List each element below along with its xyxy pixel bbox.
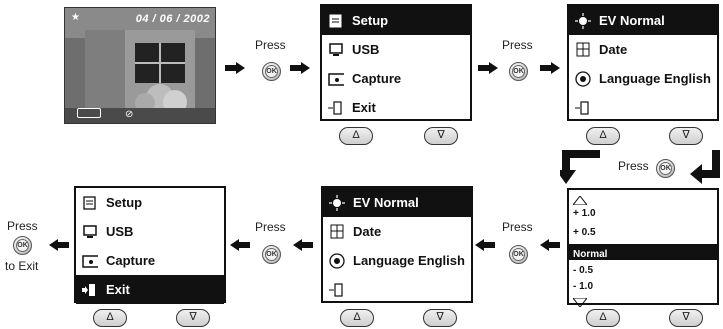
date-icon <box>575 42 591 58</box>
arrow-left-icon <box>49 238 69 256</box>
up-button[interactable]: Δ <box>586 309 620 327</box>
setup-icon <box>328 13 344 29</box>
ok-button-icon: OK <box>13 236 32 255</box>
menu-item-usb[interactable]: USB <box>322 35 470 64</box>
usb-icon <box>328 42 344 58</box>
ev-icon <box>329 194 345 211</box>
usb-icon <box>82 224 98 240</box>
capture-icon <box>328 71 344 87</box>
menu-item-date[interactable]: Date <box>569 35 717 64</box>
menu-item-setup[interactable]: Setup <box>322 6 470 35</box>
ev-option-selected[interactable]: Normal <box>569 244 717 260</box>
setup-menu-ev-selected: EV Normal Date Language English <box>321 186 473 303</box>
scroll-up-arrow-icon[interactable] <box>571 192 589 210</box>
main-menu-setup-selected: Setup USB Capture Exit <box>320 4 472 121</box>
ev-option[interactable]: + 0.5 <box>573 227 596 238</box>
press-label: Press <box>502 38 533 52</box>
language-icon <box>329 252 345 269</box>
menu-item-usb[interactable]: USB <box>76 217 224 246</box>
menu-item-exit[interactable]: Exit <box>76 275 224 304</box>
setup-menu-ev-selected: EV Normal Date Language English <box>567 4 719 121</box>
up-button[interactable]: Δ <box>93 309 127 327</box>
arrow-left-icon <box>475 238 495 256</box>
press-label: Press <box>618 159 649 173</box>
menu-item-language[interactable]: Language English <box>569 64 717 93</box>
language-icon <box>575 70 591 87</box>
ev-option[interactable]: - 0.5 <box>573 265 594 276</box>
press-label: Press <box>7 219 38 233</box>
date-icon <box>329 224 345 240</box>
down-button[interactable]: ∇ <box>424 127 458 145</box>
exit-icon <box>575 100 591 116</box>
menu-item-ev[interactable]: EV Normal <box>323 188 471 217</box>
arrow-down-bent-icon <box>690 150 720 189</box>
arrow-right-icon <box>290 61 310 79</box>
exit-icon <box>82 282 98 298</box>
up-button[interactable]: Δ <box>586 127 620 145</box>
up-button[interactable]: Δ <box>339 127 373 145</box>
exit-icon <box>328 100 344 116</box>
ok-button-icon: OK <box>656 159 675 178</box>
star-icon: ★ <box>71 12 80 23</box>
arrow-right-icon <box>540 61 560 79</box>
ev-option[interactable]: + 1.0 <box>573 208 596 219</box>
arrow-right-icon <box>225 61 245 79</box>
setup-icon <box>82 195 98 211</box>
ev-value-list: + 1.0 + 0.5 Normal - 0.5 - 1.0 <box>567 188 719 308</box>
menu-item-capture[interactable]: Capture <box>76 246 224 275</box>
battery-icon <box>77 108 101 118</box>
photo-date: 04 / 06 / 2002 <box>135 13 210 25</box>
exit-icon <box>329 282 345 298</box>
menu-item-exit[interactable] <box>569 93 717 122</box>
arrow-left-icon <box>230 238 250 256</box>
capture-icon <box>82 253 98 269</box>
to-exit-label: to Exit <box>5 259 39 273</box>
flash-off-icon: ⊘ <box>125 109 134 120</box>
arrow-left-icon <box>540 238 560 256</box>
down-button[interactable]: ∇ <box>669 309 703 327</box>
menu-item-exit[interactable]: Exit <box>322 93 470 122</box>
camera-preview-image: ★ 04 / 06 / 2002 ⊘ <box>64 7 216 124</box>
menu-item-exit[interactable] <box>323 275 471 304</box>
ev-option[interactable]: - 1.0 <box>573 281 594 292</box>
ok-button-icon: OK <box>509 62 528 81</box>
arrow-right-icon <box>478 61 498 79</box>
menu-item-capture[interactable]: Capture <box>322 64 470 93</box>
menu-item-language[interactable]: Language English <box>323 246 471 275</box>
menu-item-ev[interactable]: EV Normal <box>569 6 717 35</box>
arrow-left-icon <box>293 238 313 256</box>
press-label: Press <box>255 38 286 52</box>
ok-button-icon: OK <box>262 62 281 81</box>
down-button[interactable]: ∇ <box>176 309 210 327</box>
main-menu-exit-selected: Setup USB Capture Exit <box>74 186 226 304</box>
ok-button-icon: OK <box>509 245 528 264</box>
up-button[interactable]: Δ <box>340 309 374 327</box>
ok-button-icon: OK <box>262 245 281 264</box>
press-label: Press <box>255 220 286 234</box>
press-label: Press <box>502 220 533 234</box>
down-button[interactable]: ∇ <box>669 127 703 145</box>
down-button[interactable]: ∇ <box>423 309 457 327</box>
menu-item-date[interactable]: Date <box>323 217 471 246</box>
scroll-down-arrow-icon[interactable] <box>571 294 589 312</box>
ev-icon <box>575 12 591 29</box>
menu-item-setup[interactable]: Setup <box>76 188 224 217</box>
arrow-down-bent-icon <box>556 150 600 189</box>
